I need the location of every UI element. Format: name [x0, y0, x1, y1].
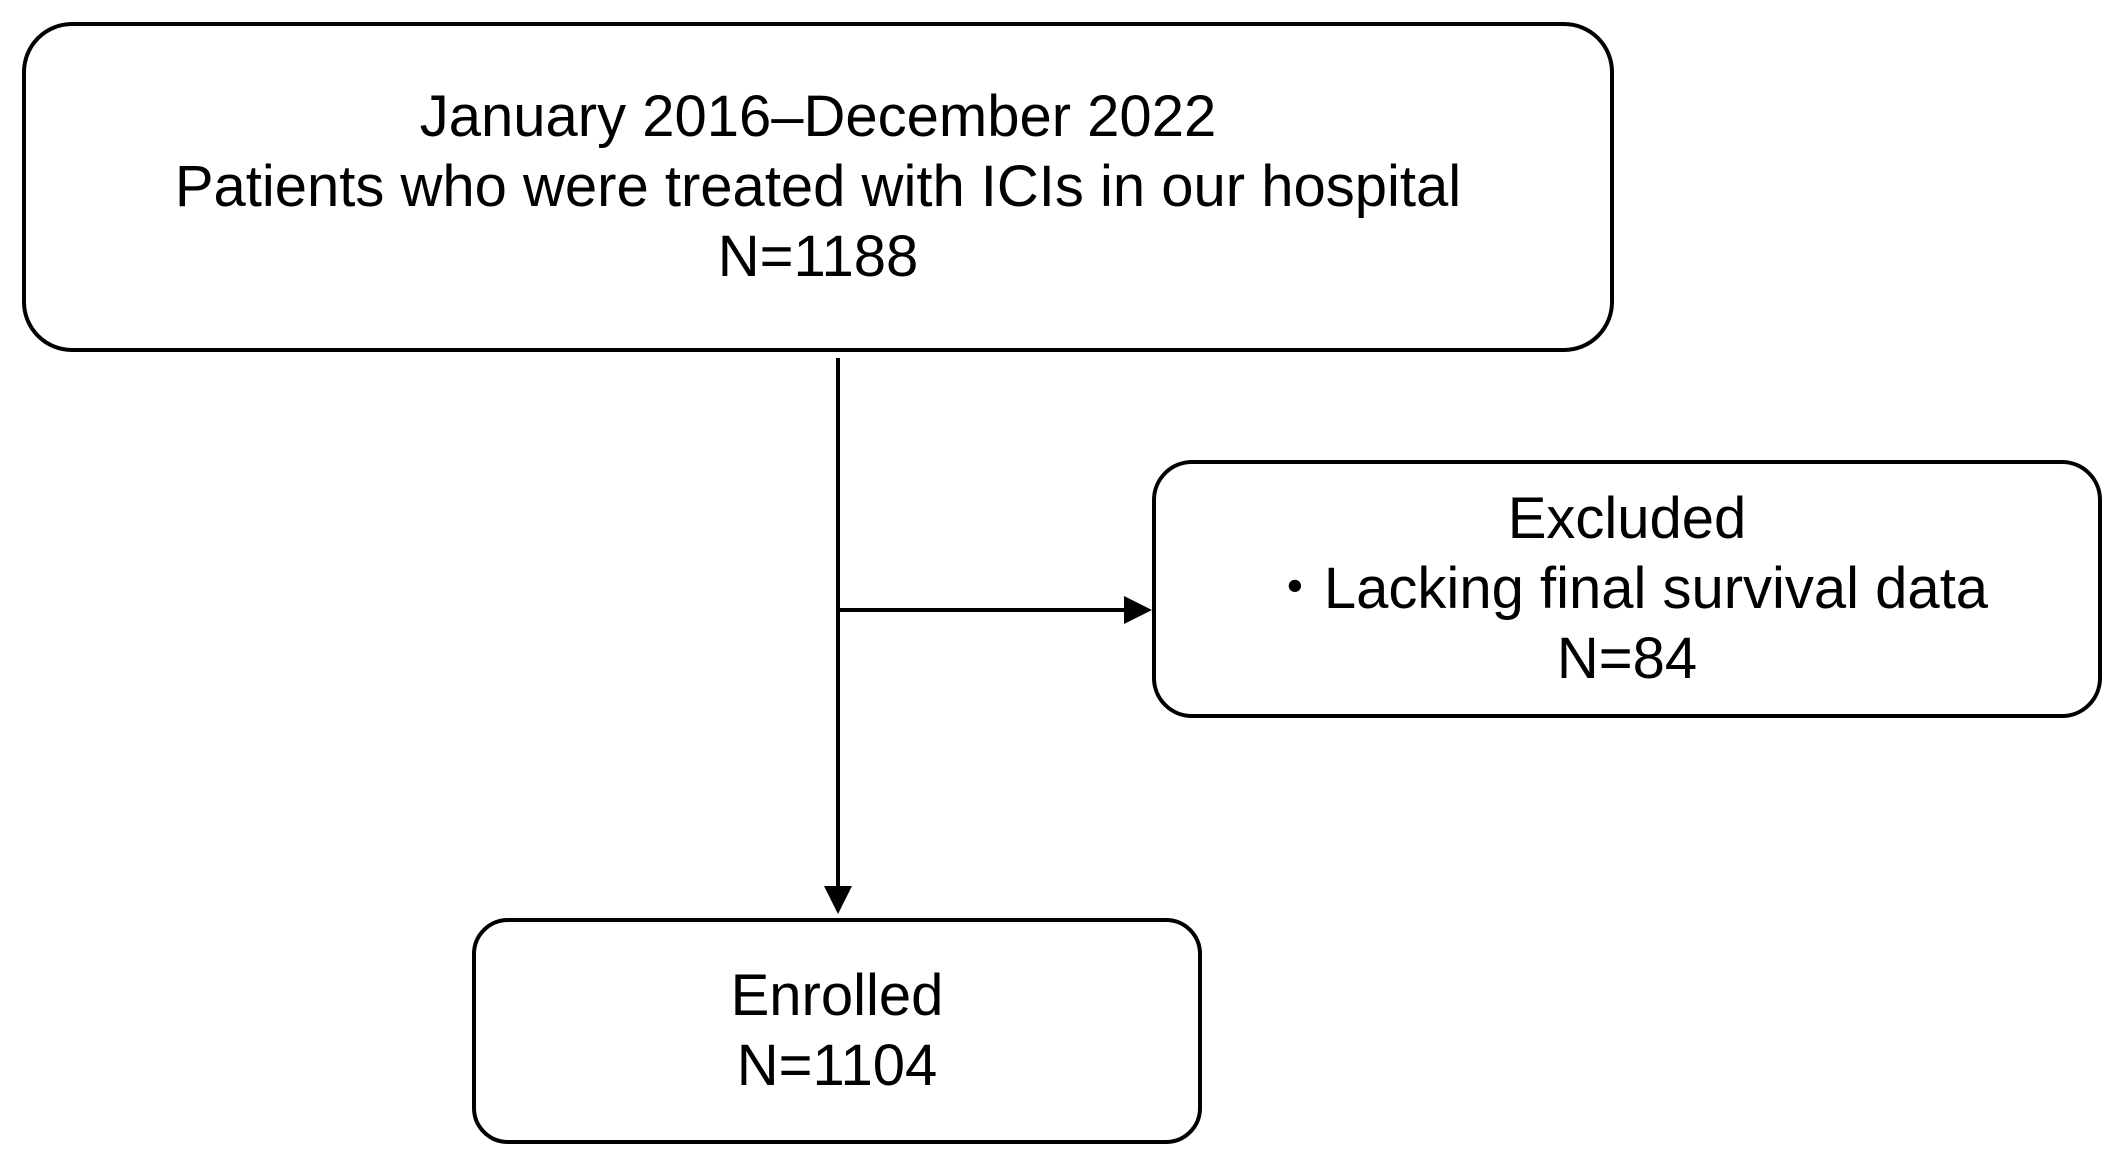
excluded-reason: ・Lacking final survival data: [1265, 556, 1989, 621]
enrolled-box: Enrolled N=1104: [472, 918, 1202, 1144]
source-count: N=1188: [717, 224, 919, 289]
excluded-count: N=84: [1556, 626, 1698, 691]
source-description: Patients who were treated with ICIs in o…: [174, 154, 1462, 219]
source-population-box: January 2016–December 2022 Patients who …: [22, 22, 1614, 352]
enrolled-arrowhead: [824, 886, 852, 914]
enrolled-title: Enrolled: [730, 963, 944, 1028]
excluded-box: Excluded ・Lacking final survival data N=…: [1152, 460, 2102, 718]
enrolled-count: N=1104: [736, 1033, 938, 1098]
excluded-arrowhead: [1124, 596, 1152, 624]
excluded-title: Excluded: [1507, 486, 1747, 551]
source-date-range: January 2016–December 2022: [419, 84, 1217, 149]
